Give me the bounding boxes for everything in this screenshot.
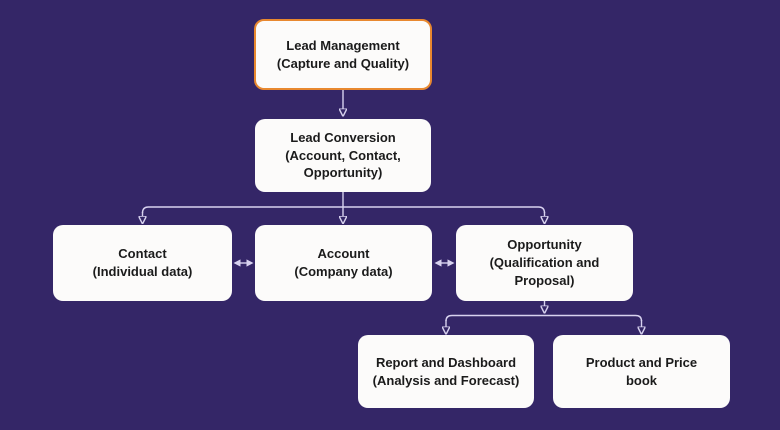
edge-contact-account-arrowhead-left: [233, 259, 241, 267]
edge-contact-account-arrowhead-right: [246, 259, 254, 267]
node-lead-conversion: Lead Conversion (Account, Contact, Oppor…: [255, 119, 431, 192]
node-lead-management: Lead Management (Capture and Quality): [254, 19, 432, 90]
node-account-label: Account (Company data): [294, 246, 393, 279]
node-lead-conversion-label: Lead Conversion (Account, Contact, Oppor…: [285, 129, 401, 181]
node-opportunity-label: Opportunity (Qualification and Proposal): [489, 237, 600, 288]
node-account: Account (Company data): [255, 225, 432, 301]
node-lead-management-label: Lead Management (Capture and Quality): [276, 37, 410, 71]
node-product-price-label: Product and Price book: [585, 354, 698, 388]
node-product-price: Product and Price book: [553, 335, 730, 408]
node-report-dashboard: Report and Dashboard (Analysis and Forec…: [358, 335, 534, 408]
edge-account-opportunity-arrowhead-right: [447, 259, 455, 267]
node-contact-label: Contact (Individual data): [92, 246, 193, 279]
node-contact: Contact (Individual data): [53, 225, 232, 301]
node-report-dashboard-label: Report and Dashboard (Analysis and Forec…: [372, 354, 520, 388]
edge-split-opportunity: [445, 314, 643, 322]
node-opportunity: Opportunity (Qualification and Proposal): [456, 225, 633, 301]
edge-account-opportunity-arrowhead-left: [434, 259, 442, 267]
